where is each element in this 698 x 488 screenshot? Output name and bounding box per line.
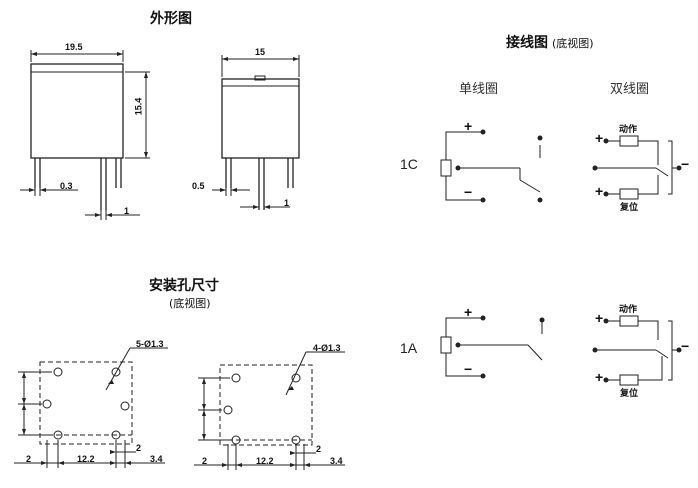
mount-a-right: 3.4 [150, 454, 163, 464]
col-double-coil: 双线圈 [610, 82, 650, 97]
plus-sign: + [595, 310, 604, 326]
mounting-subtitle: (底视图) [169, 297, 211, 310]
minus-sign: − [464, 361, 473, 377]
minus-sign: − [464, 184, 473, 200]
dim-width-b: 15 [255, 47, 266, 57]
wiring-title: 接线图 [506, 35, 548, 51]
dim-width-a: 19.5 [65, 42, 83, 52]
dim-pin-offset: 0.3 [60, 181, 73, 191]
col-single-coil: 单线圈 [459, 82, 499, 97]
wiring-single-1a [440, 315, 545, 379]
label-reset: 复位 [620, 389, 639, 399]
wiring-double-1c [592, 135, 682, 200]
mounting-layout-5pin [14, 347, 168, 468]
minus-sign: − [681, 338, 690, 354]
mount-a-mid: 12.2 [77, 454, 95, 464]
mount-b-step: 2 [316, 444, 322, 454]
dim-height: 15.4 [133, 97, 144, 116]
outline-title: 外形图 [150, 11, 192, 27]
mount-b-right: 3.4 [330, 456, 343, 466]
wiring-single-1c [440, 129, 543, 203]
label-action: 动作 [619, 305, 638, 315]
mount-a-left: 2 [26, 454, 32, 464]
plus-sign: + [464, 118, 473, 134]
plus-sign: + [595, 183, 604, 199]
relay-outline-side [212, 55, 300, 210]
relay-outline-front [20, 50, 150, 220]
label-action: 动作 [619, 125, 638, 135]
row-label-1a: 1A [400, 340, 418, 356]
plus-sign: + [464, 304, 473, 320]
row-label-1c: 1C [400, 156, 418, 172]
dim-pin-offset-b: 0.5 [192, 181, 205, 191]
plus-sign: + [595, 130, 604, 146]
mount-a-step: 2 [136, 443, 142, 453]
plus-sign: + [595, 369, 604, 385]
mount-b-mid: 12.2 [256, 456, 274, 466]
dim-pin-width: 1 [124, 206, 130, 216]
mount-b-left: 2 [202, 456, 208, 466]
mounting-layout-4pin [194, 351, 345, 470]
hole-label-5: 5-Ø1.3 [136, 339, 164, 349]
wiring-double-1a [592, 315, 682, 386]
label-reset: 复位 [620, 203, 639, 213]
wiring-subtitle: (底视图) [552, 37, 594, 50]
hole-label-4: 4-Ø1.3 [313, 343, 341, 353]
mounting-title: 安装孔尺寸 [149, 278, 219, 294]
minus-sign: − [681, 156, 690, 172]
dim-pin-width-b: 1 [284, 198, 290, 208]
